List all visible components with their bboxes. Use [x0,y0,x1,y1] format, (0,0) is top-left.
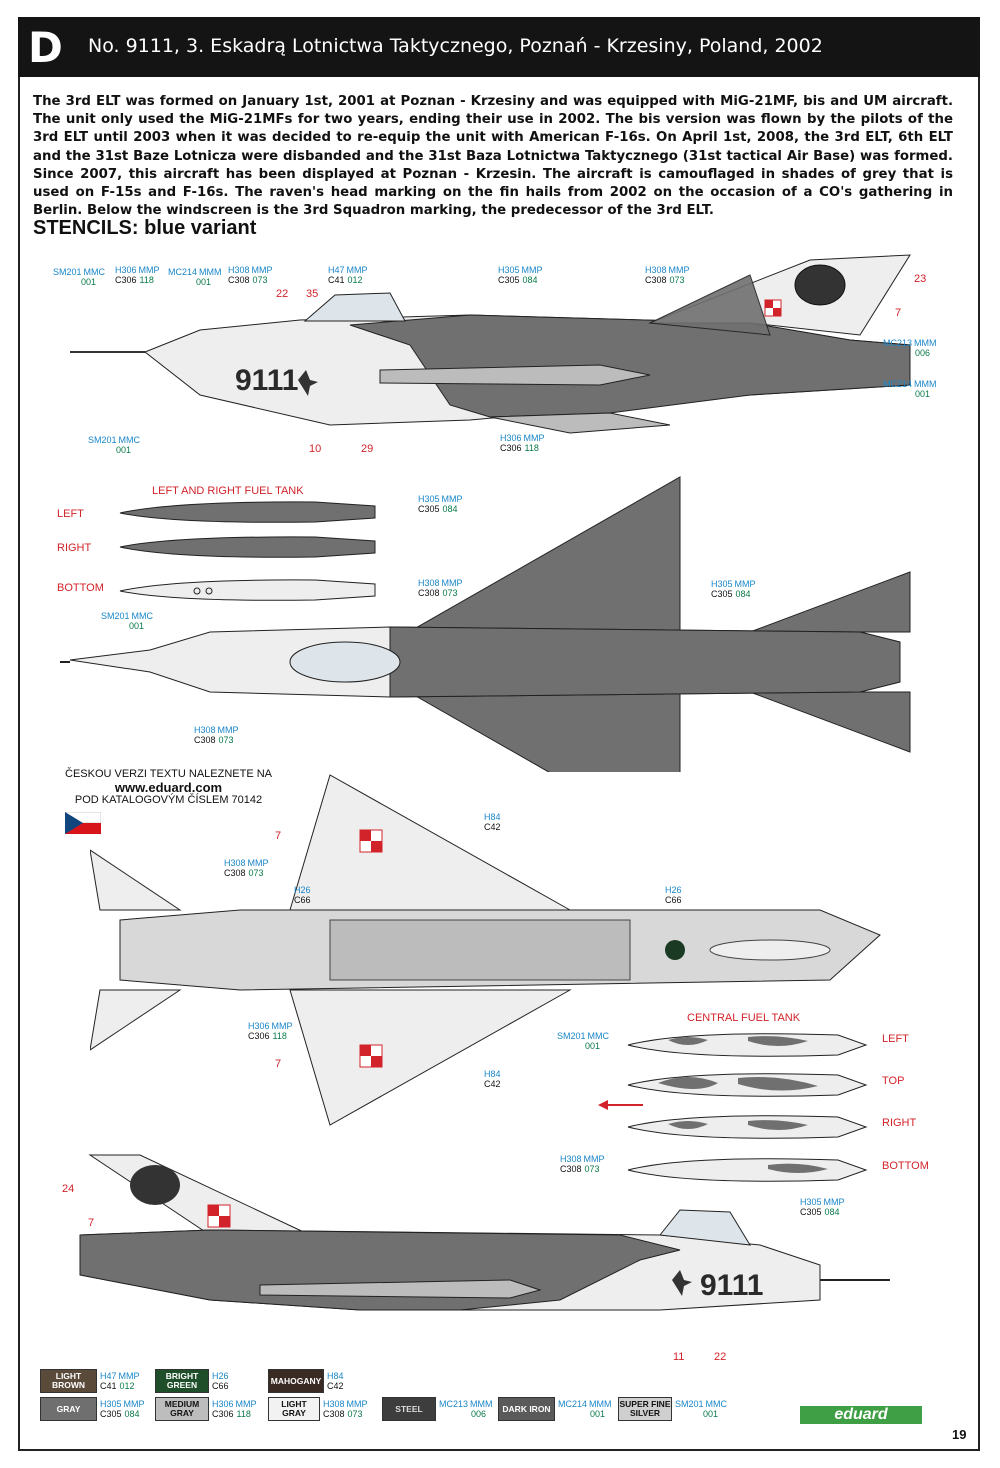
tank-label-bottom: BOTTOM [57,582,104,594]
swatch-light-brown: LIGHT BROWN [40,1369,97,1393]
swatch-light-gray: LIGHT GRAY [268,1397,320,1421]
central-tank-title: CENTRAL FUEL TANK [687,1012,801,1024]
description-paragraph: The 3rd ELT was formed on January 1st, 2… [33,94,953,219]
central-tank-label-right: RIGHT [882,1117,917,1129]
stencil-number-7-upper: 7 [275,830,282,842]
swatch-gray: GRAY [40,1397,97,1421]
top-view [60,476,911,772]
stencil-number-22-bottom: 22 [714,1351,727,1363]
profile-letter: D [28,23,63,72]
code-h26-left: H26 C66 [294,885,311,905]
swatch-dark-iron: DARK IRON [498,1397,555,1421]
code-h84-top: H84 C42 [484,812,501,832]
czech-flag-icon [65,812,101,834]
fuel-tanks [119,501,376,601]
code-h84-bottom: H84 C42 [484,1069,501,1089]
stencil-number-7-fin: 7 [88,1217,95,1229]
aircraft-number-bottom: 9111 [700,1269,763,1302]
stencil-number-10: 10 [309,443,322,455]
central-tank-label-bottom: BOTTOM [882,1160,929,1172]
stencils-heading: STENCILS: blue variant [33,217,257,239]
stencil-number-35: 35 [306,288,319,300]
stencil-number-11: 11 [673,1351,685,1363]
swatch-mahogany: MAHOGANY [268,1369,324,1393]
czech-line-3: POD KATALOGOVÝM ČÍSLEM 70142 [74,794,263,806]
tank-label-left: LEFT [57,508,84,520]
fuel-tank-title: LEFT AND RIGHT FUEL TANK [152,485,304,497]
stencil-number-7-lower: 7 [275,1058,282,1070]
czech-line-1: ČESKOU VERZI TEXTU NALEZNETE NA [65,768,273,780]
swatch-bright-green: BRIGHT GREEN [155,1369,209,1393]
page-header: D No. 9111, 3. Eskadrą Lotnictwa Taktycz… [18,17,980,77]
stencil-number-24: 24 [62,1183,75,1195]
swatch-super-fine-silver: SUPER FINE SILVER [618,1397,672,1421]
page-number: 19 [952,1427,967,1442]
eduard-url[interactable]: www.eduard.com [114,780,223,795]
stencil-number-29: 29 [361,443,374,455]
bottom-view [90,774,881,1126]
frame-right [978,77,980,1449]
side-view-right: 9111 [79,1154,890,1311]
stencil-number-22: 22 [276,288,289,300]
swatch-medium-gray: MEDIUM GRAY [155,1397,209,1421]
central-tank-label-top: TOP [882,1075,905,1087]
frame-left [18,77,20,1449]
aircraft-number-top: 9111 [235,364,298,397]
central-tank-label-left: LEFT [882,1033,909,1045]
tank-label-right: RIGHT [57,542,92,554]
page-title: No. 9111, 3. Eskadrą Lotnictwa Taktyczne… [88,35,823,57]
stencil-number-23: 23 [914,273,927,285]
central-fuel-tank [598,1033,868,1182]
czech-note: ČESKOU VERZI TEXTU NALEZNETE NA www.edua… [65,768,272,807]
code-h26-right: H26 C66 [665,885,682,905]
swatch-steel: STEEL [382,1397,436,1421]
eduard-logo: eduard [800,1406,922,1424]
side-view-left: 9111 [70,254,911,434]
stencil-number-7: 7 [895,307,902,319]
frame-bottom [18,1449,980,1451]
